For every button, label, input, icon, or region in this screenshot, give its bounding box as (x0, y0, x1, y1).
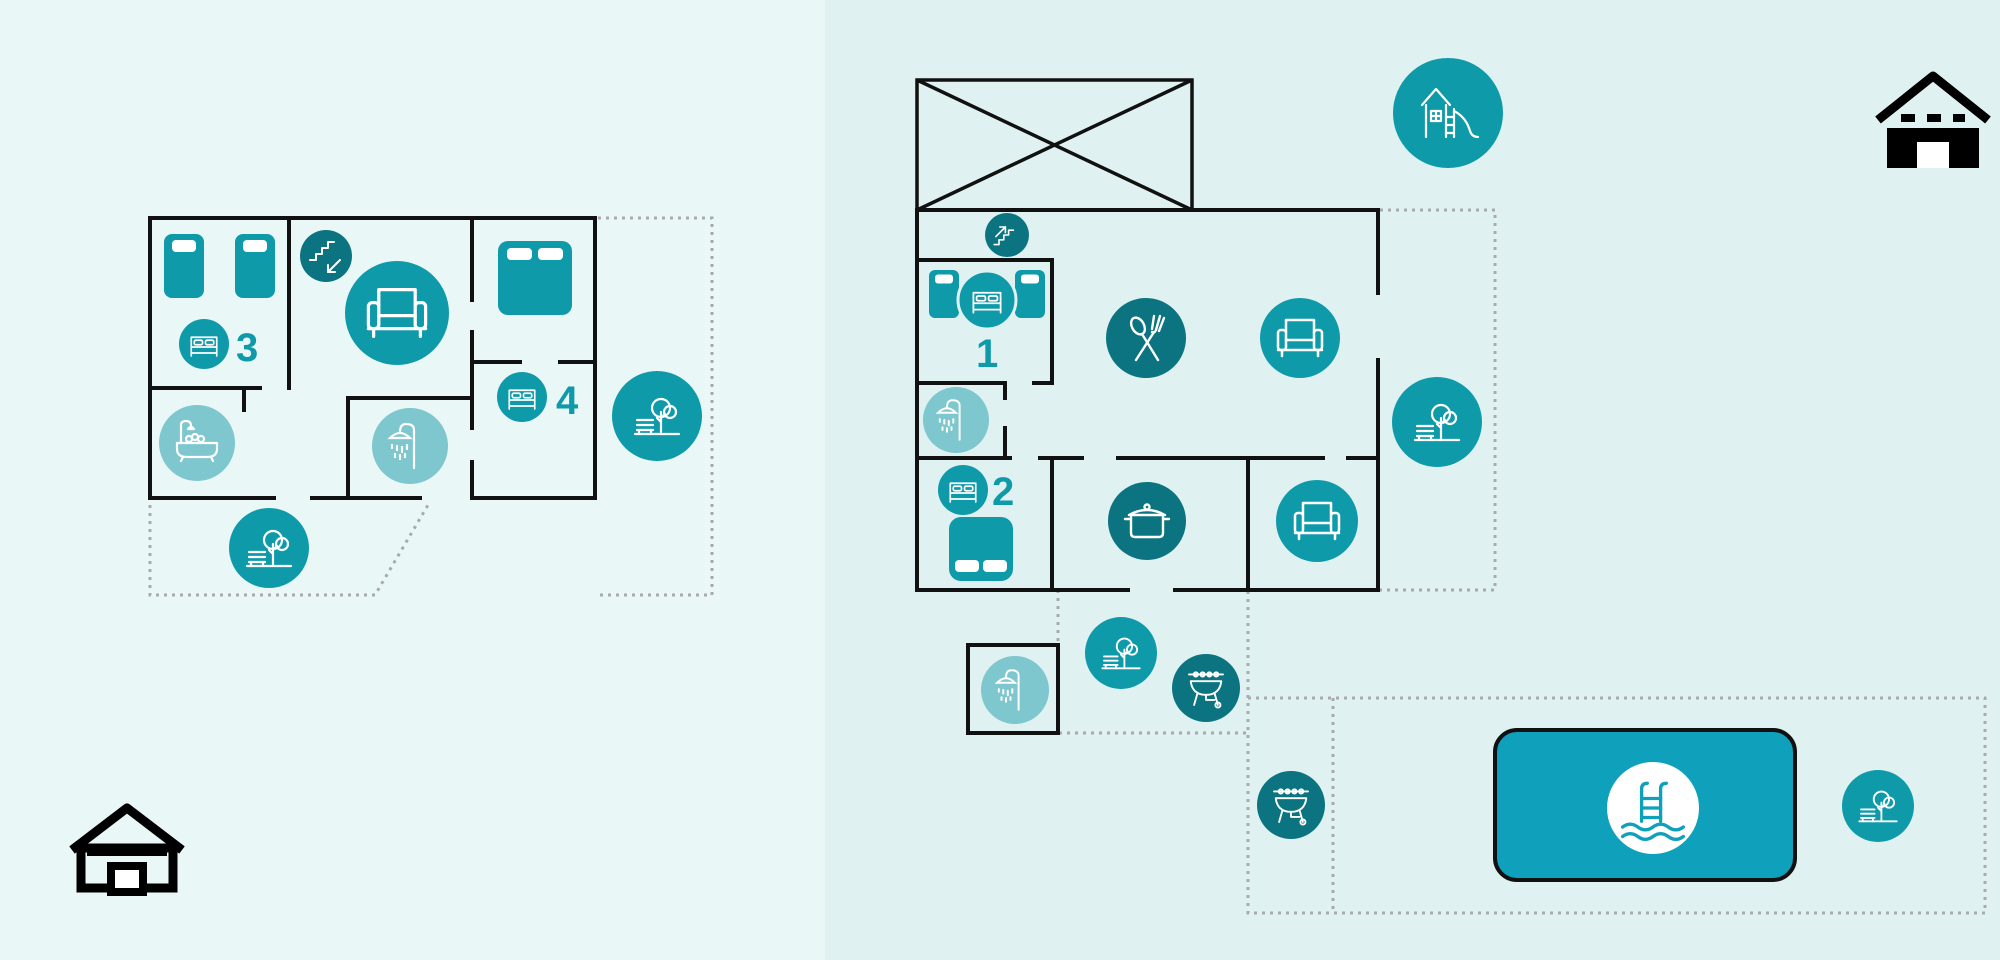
dining-icon (1106, 298, 1186, 378)
garden-icon (1085, 617, 1157, 689)
outdoor-shower-icon (981, 656, 1049, 724)
house-ground-floor-icon (72, 808, 182, 892)
left-plan (72, 216, 714, 892)
bed-double-icon (949, 517, 1013, 581)
bed-single-icon (235, 234, 275, 298)
bed-icon (956, 269, 1018, 331)
bed-double-icon (498, 241, 572, 315)
barbecue-icon (1172, 654, 1240, 722)
barbecue-icon (1257, 771, 1325, 839)
garden-icon (1842, 770, 1914, 842)
left-walls (148, 216, 597, 500)
armchair-icon (1276, 480, 1358, 562)
bed-single-icon (1015, 270, 1045, 318)
bed-icon (179, 319, 229, 369)
stairs-down-icon (300, 230, 352, 282)
room-number-3: 3 (236, 326, 259, 370)
garden-icon (612, 371, 702, 461)
pool-icon (1607, 762, 1699, 854)
shower-icon (372, 408, 448, 484)
terrace-outline (1380, 208, 1497, 592)
right-plan (915, 58, 1988, 915)
bathtub-icon (159, 405, 235, 481)
right-walls (915, 208, 1380, 735)
garden-icon (229, 508, 309, 588)
house-upper-floor-icon (1878, 76, 1988, 168)
shower-icon (923, 387, 989, 453)
bed-icon (938, 465, 988, 515)
garden-icon (1392, 377, 1482, 467)
armchair-icon (345, 261, 449, 365)
stairs-up-icon (985, 213, 1029, 257)
playground-icon (1393, 58, 1503, 168)
terrace-outline (148, 504, 430, 597)
bed-single-icon (164, 234, 204, 298)
pool-area-outline (1246, 696, 1987, 915)
bed-single-icon (929, 270, 959, 318)
armchair-icon (1260, 298, 1340, 378)
bed-icon (497, 372, 547, 422)
cooking-pot-icon (1108, 482, 1186, 560)
room-number-2: 2 (992, 470, 1015, 514)
room-number-1: 1 (976, 332, 999, 376)
room-number-4: 4 (556, 379, 579, 423)
balcony-void (915, 78, 1194, 212)
garden-outline (598, 216, 714, 597)
